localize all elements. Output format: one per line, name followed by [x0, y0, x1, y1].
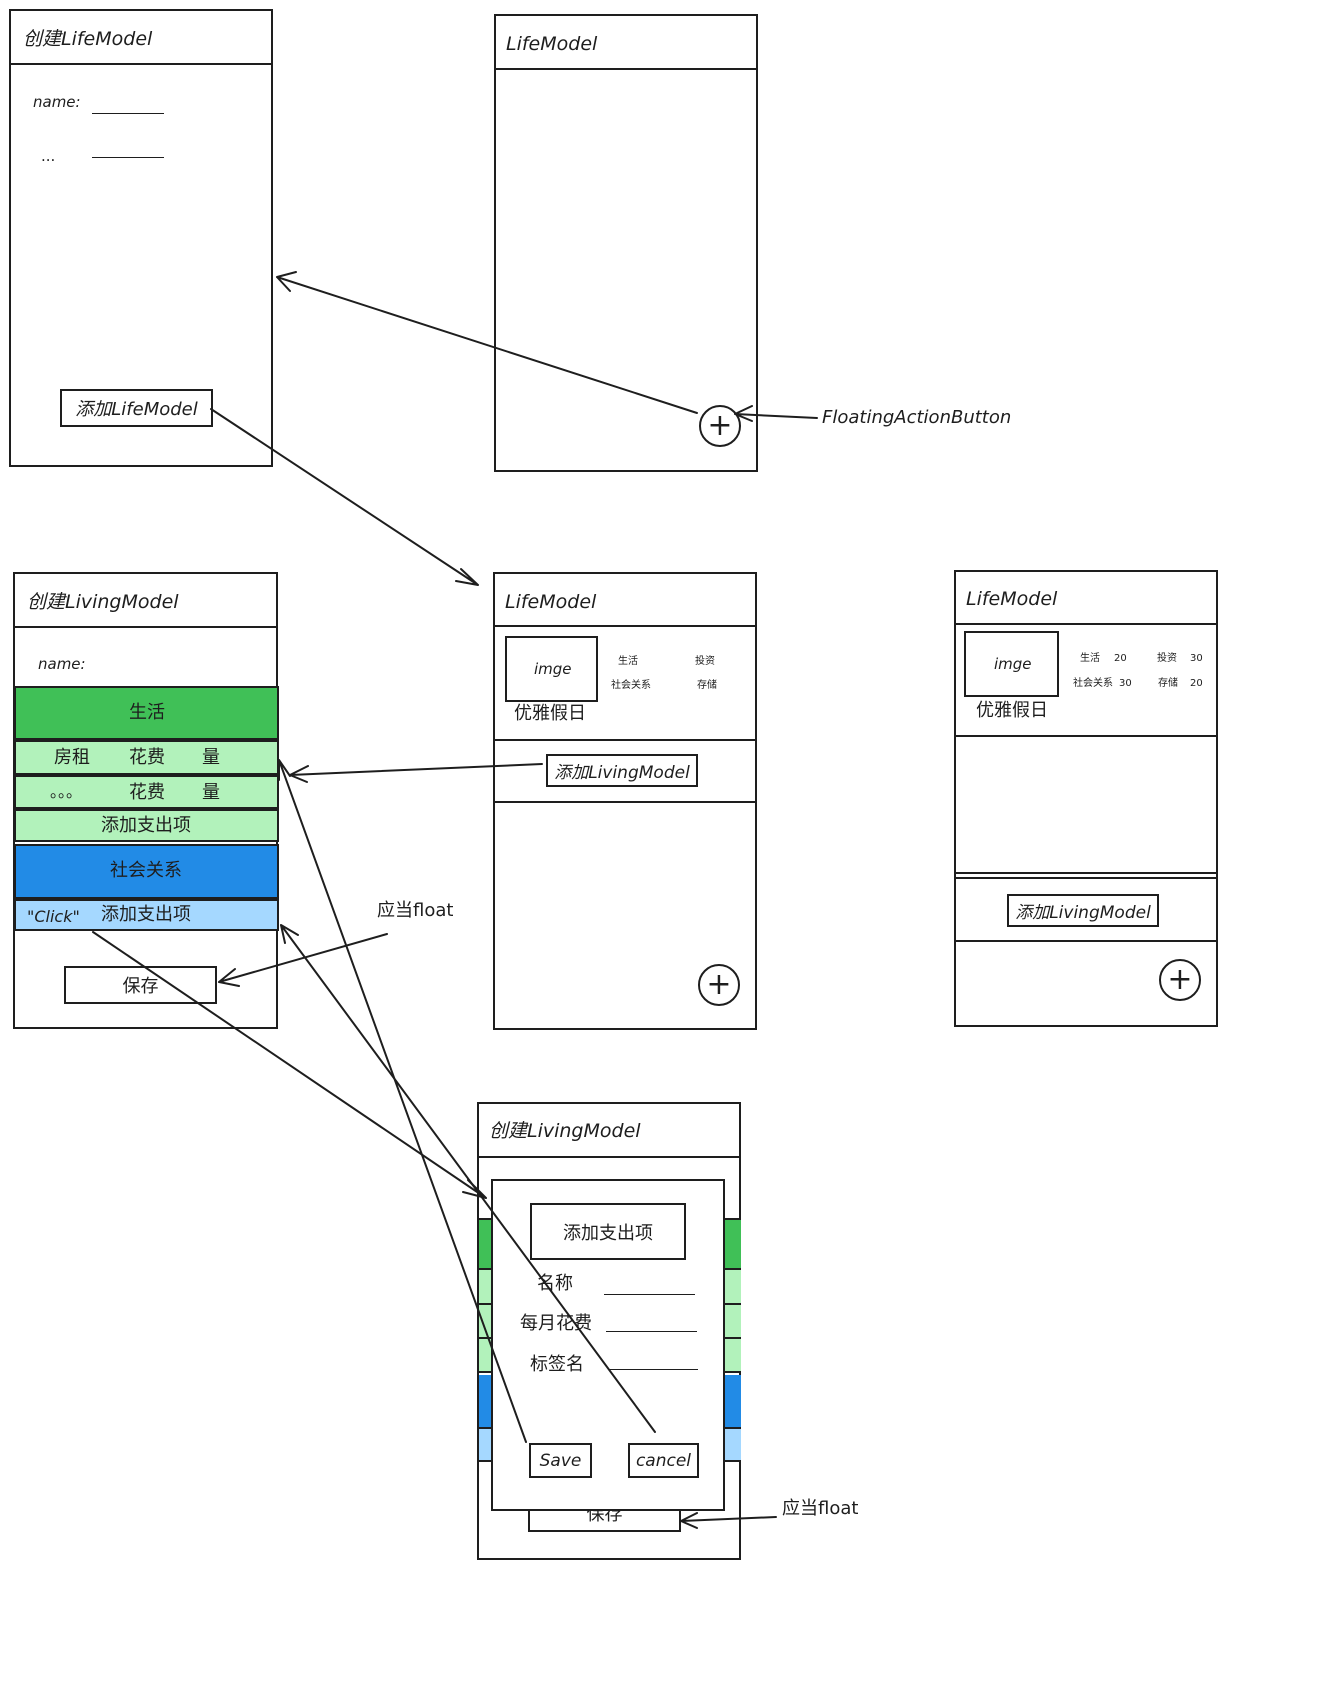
card-divider	[495, 739, 757, 741]
card-image: imge	[505, 636, 598, 702]
stat-value: 30	[1119, 678, 1132, 689]
life-model-card[interactable]: imge 优雅假日 生活 投资 社会关系 存储	[495, 627, 757, 739]
screen-create-living-dialog: 创建LivingModel 保存 添加支出项 名称 每月花费 标签名 Save …	[477, 1102, 741, 1560]
expense-amount: 量	[202, 782, 220, 803]
floating-action-button[interactable]: +	[699, 405, 741, 447]
plus-icon: +	[706, 967, 732, 1002]
expense-row[interactable]: 房租 花费 量	[14, 740, 279, 775]
name-label: name:	[38, 655, 86, 673]
life-model-card[interactable]: imge 优雅假日 生活 20 投资 30 社会关系 30 存储 20	[956, 625, 1218, 735]
header-divider	[496, 68, 758, 70]
header-divider	[495, 625, 757, 627]
cancel-button[interactable]: cancel	[628, 1443, 699, 1478]
card-title: 优雅假日	[976, 700, 1048, 721]
image-label: imge	[534, 660, 572, 678]
expense-cost: 花费	[129, 747, 165, 768]
card-title: 优雅假日	[514, 703, 586, 724]
add-living-model-button[interactable]: 添加LivingModel	[546, 754, 698, 787]
screen-title: LifeModel	[505, 591, 597, 613]
stat-value: 30	[1190, 653, 1203, 664]
header-divider	[15, 626, 278, 628]
add-expense-row[interactable]: 添加支出项	[14, 809, 279, 842]
expense-name: 房租	[54, 747, 90, 768]
screen-create-living-model: 创建LivingModel name: 生活 房租 花费 量 。。。 花费 量 …	[13, 572, 279, 1029]
stat-label: 社会关系	[611, 680, 651, 691]
field-monthly-input[interactable]	[606, 1331, 697, 1332]
screen-create-life-model: 创建LifeModel name: ... 添加LifeModel	[9, 9, 273, 467]
click-note: "Click"	[27, 907, 80, 926]
fab-annotation: FloatingActionButton	[822, 407, 1012, 428]
float-annotation: 应当float	[782, 1498, 859, 1519]
field-monthly-label: 每月花费	[520, 1313, 592, 1334]
screen-title: 创建LifeModel	[23, 28, 153, 50]
expense-amount: 量	[202, 747, 220, 768]
screen-title: LifeModel	[506, 33, 598, 55]
save-button[interactable]: Save	[529, 1443, 592, 1478]
section-divider	[495, 801, 757, 803]
add-expense-dialog: 添加支出项 名称 每月花费 标签名 Save cancel	[491, 1179, 725, 1511]
save-button[interactable]: 保存	[64, 966, 217, 1004]
field-name-input[interactable]	[604, 1294, 695, 1295]
stat-label: 生活	[618, 656, 638, 667]
screen-title: 创建LivingModel	[27, 591, 179, 613]
screen-title: LifeModel	[966, 588, 1058, 610]
stat-value: 20	[1114, 653, 1127, 664]
section-label: 社会关系	[110, 860, 182, 881]
add-expense-label: 添加支出项	[101, 904, 191, 925]
section-divider	[956, 940, 1218, 942]
screen-life-model-empty: LifeModel +	[494, 14, 758, 472]
stat-label: 存储	[697, 680, 717, 691]
stat-label: 生活	[1080, 653, 1100, 664]
add-expense-row[interactable]: "Click" 添加支出项	[14, 899, 279, 931]
header-divider	[956, 623, 1218, 625]
section-divider	[956, 877, 1218, 879]
add-living-model-button[interactable]: 添加LivingModel	[1007, 894, 1159, 927]
float-annotation: 应当float	[377, 900, 454, 921]
field-tag-label: 标签名	[530, 1354, 584, 1375]
stat-label: 投资	[695, 656, 715, 667]
add-life-model-button[interactable]: 添加LifeModel	[60, 389, 213, 427]
stat-value: 20	[1190, 678, 1203, 689]
plus-icon: +	[1167, 962, 1193, 997]
image-label: imge	[994, 655, 1032, 673]
expense-name: 。。。	[50, 782, 83, 801]
card-image: imge	[964, 631, 1059, 697]
section-social-header[interactable]: 社会关系	[14, 844, 279, 899]
header-divider	[11, 63, 273, 65]
section-label: 生活	[129, 702, 165, 723]
screen-life-model-card: LifeModel imge 优雅假日 生活 投资 社会关系 存储 添加Livi…	[493, 572, 757, 1030]
stat-label: 存储	[1158, 678, 1178, 689]
expense-cost: 花费	[129, 782, 165, 803]
screen-title: 创建LivingModel	[489, 1120, 641, 1142]
stat-label: 社会关系	[1073, 678, 1113, 689]
add-expense-label: 添加支出项	[101, 815, 191, 836]
card-divider	[956, 735, 1218, 737]
stat-label: 投资	[1157, 653, 1177, 664]
floating-action-button[interactable]: +	[698, 964, 740, 1006]
header-divider	[479, 1156, 741, 1158]
section-divider	[956, 872, 1218, 874]
field-name-label: 名称	[537, 1273, 573, 1294]
more-input[interactable]	[92, 157, 164, 158]
plus-icon: +	[707, 408, 733, 443]
more-fields-label: ...	[41, 147, 56, 165]
field-tag-input[interactable]	[608, 1369, 698, 1370]
expense-row[interactable]: 。。。 花费 量	[14, 775, 279, 809]
floating-action-button[interactable]: +	[1159, 959, 1201, 1001]
screen-life-model-values: LifeModel imge 优雅假日 生活 20 投资 30 社会关系 30 …	[954, 570, 1218, 1027]
dialog-title: 添加支出项	[530, 1203, 686, 1260]
name-label: name:	[33, 93, 81, 111]
name-input[interactable]	[92, 113, 164, 114]
section-life-header[interactable]: 生活	[14, 686, 279, 740]
